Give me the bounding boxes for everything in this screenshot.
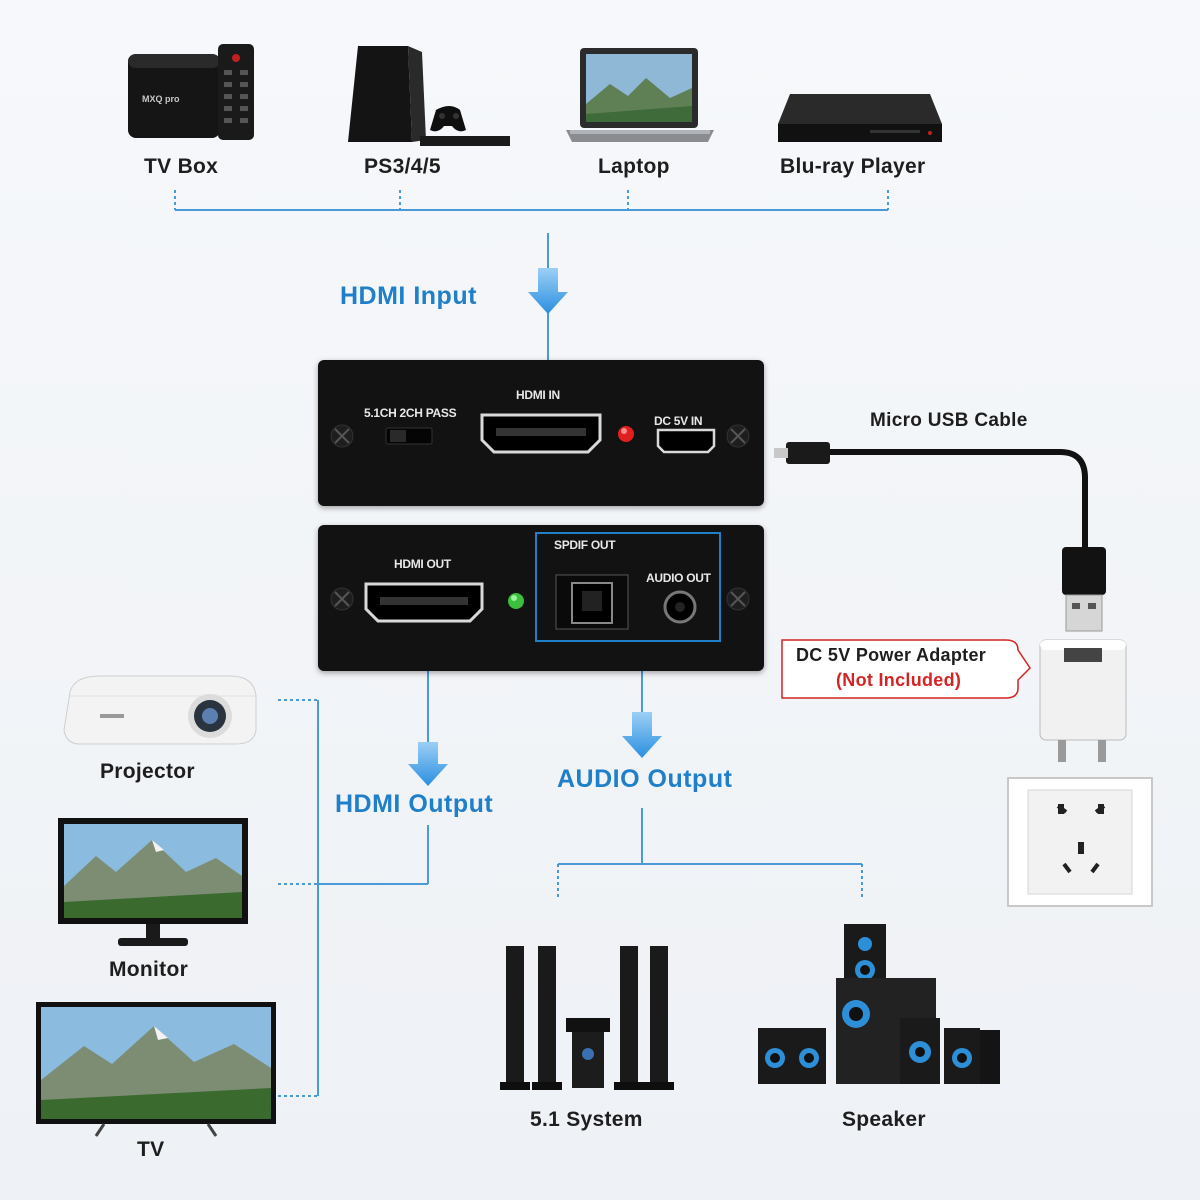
tvbox-brand-text: MXQ pro <box>142 94 180 104</box>
hdmi-input-label: HDMI Input <box>340 282 477 310</box>
wall-outlet-icon <box>1007 777 1153 907</box>
power-adapter-icon <box>1039 639 1127 762</box>
hdmi-output-label: HDMI Output <box>335 790 494 818</box>
hdmi-output-arrow <box>408 742 448 786</box>
audio-out-label: AUDIO OUT <box>646 571 711 585</box>
surround-system-icon <box>500 946 674 1090</box>
ps-console-icon <box>348 46 510 146</box>
audio-label-5-1-system: 5.1 System <box>530 1108 643 1131</box>
dc-in-label: DC 5V IN <box>654 414 703 428</box>
micro-usb-cable-label: Micro USB Cable <box>870 410 1028 431</box>
screw-icon <box>330 424 354 448</box>
extractor-front-panel: 5.1CH 2CH PASS HDMI IN DC 5V IN <box>318 360 764 506</box>
audio-outputs-box <box>535 532 721 642</box>
micro-usb-plug <box>774 442 830 464</box>
audio-label-speaker: Speaker <box>842 1108 926 1131</box>
switch-label: 5.1CH 2CH PASS <box>364 406 457 420</box>
bluray-player-icon <box>778 94 942 142</box>
adapter-label: DC 5V Power Adapter <box>796 645 987 665</box>
projector-icon <box>63 675 257 745</box>
hdmi-out-label: HDMI OUT <box>394 557 451 571</box>
extractor-back-panel: HDMI OUT SPDIF OUT AUDIO OUT <box>318 525 764 671</box>
source-label-bluray: Blu-ray Player <box>780 155 926 178</box>
hdmi-in-label: HDMI IN <box>516 388 560 402</box>
usb-a-plug <box>1062 547 1106 632</box>
source-bracket <box>174 190 889 370</box>
hdmi-input-arrow <box>528 268 568 314</box>
display-label-monitor: Monitor <box>109 958 189 981</box>
tv-icon <box>36 1002 276 1137</box>
source-label-ps: PS3/4/5 <box>364 155 441 178</box>
micro-usb-cable <box>830 449 1088 548</box>
source-label-tv-box: TV Box <box>144 155 219 178</box>
monitor-icon <box>58 818 248 946</box>
display-label-tv: TV <box>137 1138 165 1161</box>
speaker-set-icon <box>758 924 1000 1084</box>
red-led <box>618 426 634 442</box>
dc-in-port <box>656 428 716 454</box>
adapter-not-included: (Not Included) <box>836 670 962 690</box>
laptop-icon <box>566 48 714 142</box>
green-led <box>508 593 524 609</box>
tv-box-icon: MXQ pro <box>128 44 254 140</box>
spdif-out-label: SPDIF OUT <box>554 538 616 552</box>
adapter-callout <box>781 639 1031 699</box>
audio-output-label: AUDIO Output <box>557 765 733 793</box>
audio-output-arrow <box>622 712 662 758</box>
display-label-projector: Projector <box>100 760 195 783</box>
source-label-laptop: Laptop <box>598 155 670 178</box>
